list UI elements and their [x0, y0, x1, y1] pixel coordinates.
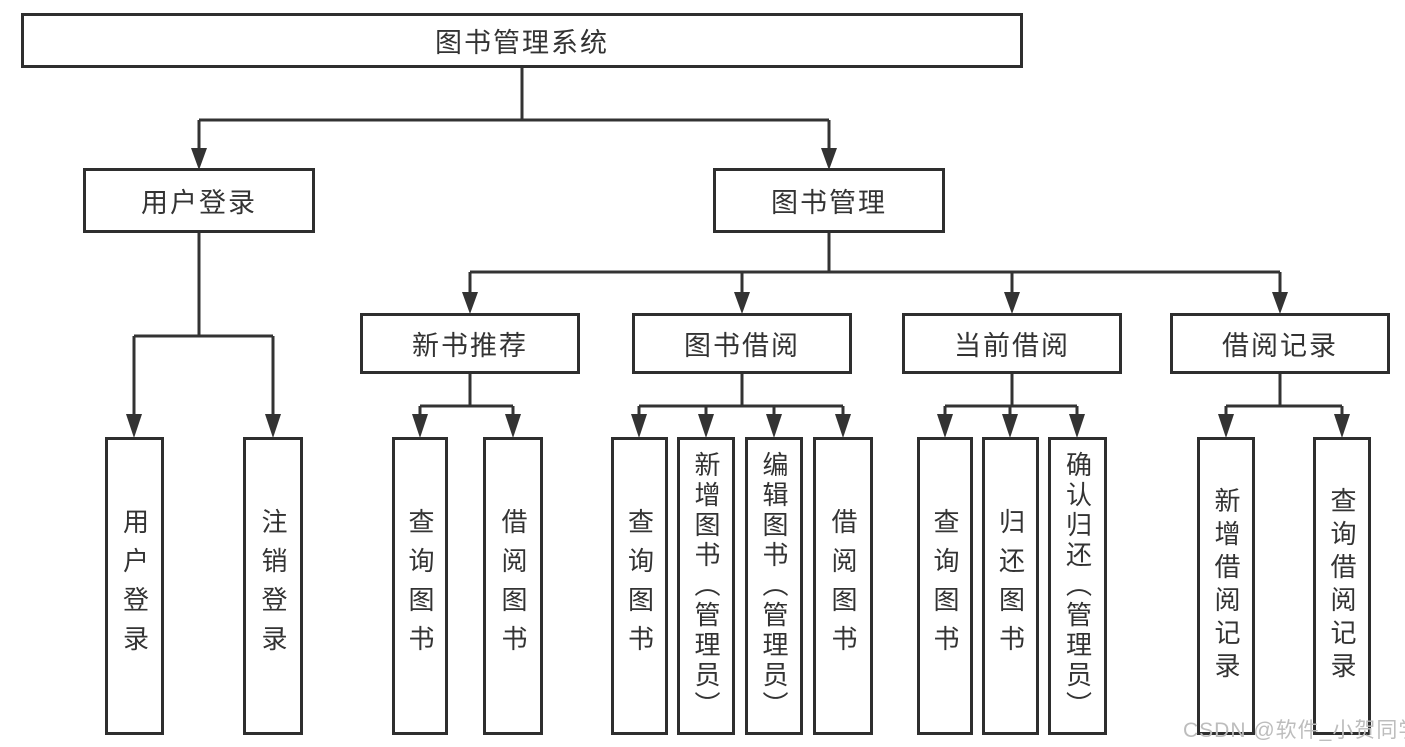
connector-lines — [132, 68, 1344, 417]
leaf-query-books-current-label: 查询图书 — [930, 508, 960, 664]
leaf-return-books: 归还图书 — [982, 437, 1039, 735]
leaf-query-books-borrow-label: 查询图书 — [624, 508, 655, 664]
leaf-logout-label: 注销登录 — [258, 508, 288, 664]
leaf-borrow-books-recommend: 借阅图书 — [483, 437, 543, 735]
node-root: 图书管理系统 — [21, 13, 1023, 68]
leaf-user-login-label: 用户登录 — [119, 508, 150, 664]
leaf-add-borrow-record: 新增借阅记录 — [1197, 437, 1255, 735]
node-current-borrow: 当前借阅 — [902, 313, 1122, 374]
leaf-edit-book-admin: 编辑图书（管理员） — [745, 437, 803, 735]
leaf-query-books-recommend-label: 查询图书 — [405, 508, 435, 664]
leaf-query-borrow-record: 查询借阅记录 — [1313, 437, 1371, 735]
leaf-query-books-recommend: 查询图书 — [392, 437, 448, 735]
leaf-borrow-books-borrow-label: 借阅图书 — [828, 508, 858, 664]
leaf-logout: 注销登录 — [243, 437, 303, 735]
leaf-query-borrow-record-label: 查询借阅记录 — [1327, 487, 1357, 685]
leaf-add-borrow-record-label: 新增借阅记录 — [1211, 487, 1241, 685]
leaf-borrow-books-borrow: 借阅图书 — [813, 437, 873, 735]
leaf-edit-book-admin-label: 编辑图书（管理员） — [759, 451, 789, 721]
node-book-borrow: 图书借阅 — [632, 313, 852, 374]
leaf-add-book-admin-label: 新增图书（管理员） — [691, 451, 721, 721]
leaf-confirm-return-admin-label: 确认归还（管理员） — [1062, 451, 1093, 721]
node-new-book-recommend: 新书推荐 — [360, 313, 580, 374]
leaf-add-book-admin: 新增图书（管理员） — [677, 437, 735, 735]
leaf-query-books-borrow: 查询图书 — [611, 437, 668, 735]
node-user-login: 用户登录 — [83, 168, 315, 233]
leaf-user-login: 用户登录 — [105, 437, 164, 735]
node-book-management: 图书管理 — [713, 168, 945, 233]
node-borrow-records: 借阅记录 — [1170, 313, 1390, 374]
watermark: CSDN @软件_小贺同学 — [1183, 719, 1405, 742]
leaf-return-books-label: 归还图书 — [995, 508, 1026, 664]
leaf-borrow-books-recommend-label: 借阅图书 — [498, 508, 528, 664]
leaf-query-books-current: 查询图书 — [917, 437, 973, 735]
arrowhead-icons — [126, 148, 1350, 438]
leaf-confirm-return-admin: 确认归还（管理员） — [1048, 437, 1107, 735]
